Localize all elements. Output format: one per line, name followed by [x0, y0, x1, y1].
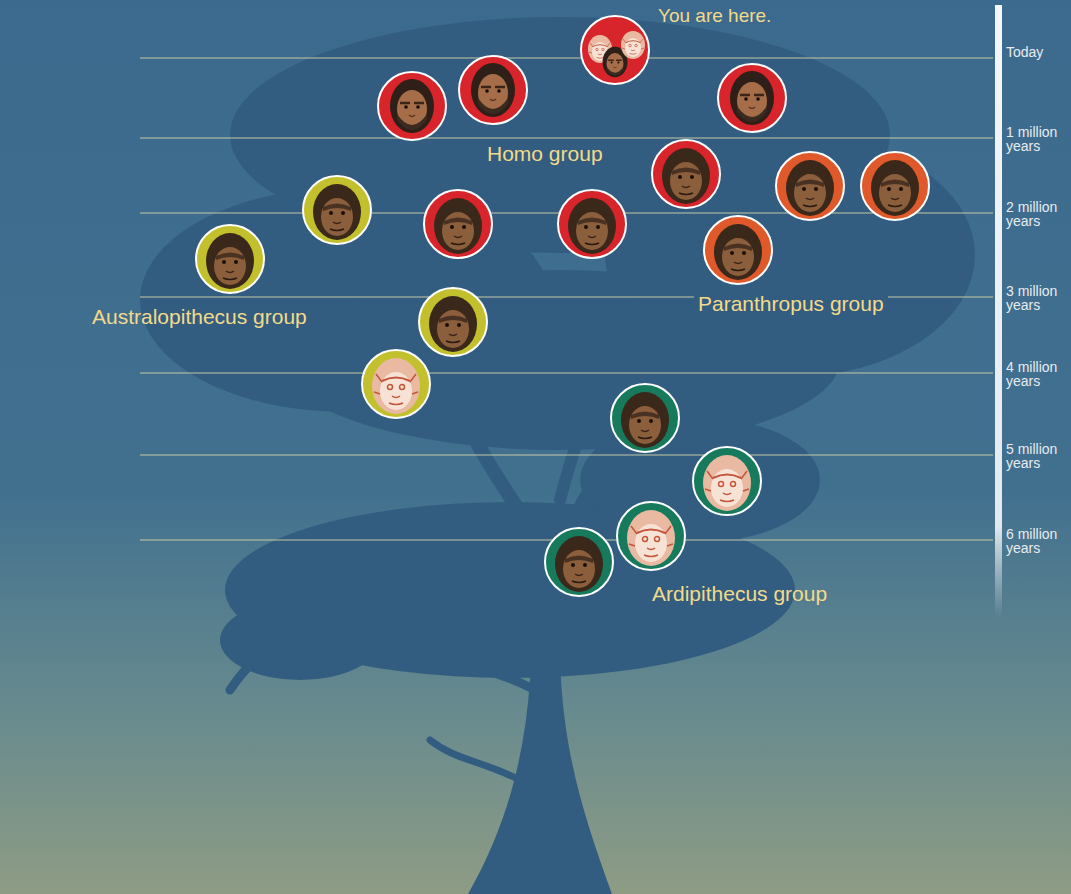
portrait-circle — [196, 225, 264, 293]
time-label: 5 million years — [1006, 442, 1066, 470]
portrait-circle — [704, 216, 772, 284]
time-label: 1 million years — [1006, 125, 1066, 153]
portrait-circle — [545, 528, 613, 596]
time-line — [140, 372, 993, 374]
portrait-circle — [362, 350, 430, 418]
portrait-face — [206, 233, 254, 289]
time-label: Today — [1006, 45, 1066, 59]
portrait-face — [662, 148, 710, 204]
portrait-circle — [861, 152, 929, 220]
portrait-circle — [776, 152, 844, 220]
portrait-circle — [459, 56, 527, 124]
portrait-face — [390, 79, 434, 133]
portrait-face — [429, 296, 477, 352]
portrait-face — [471, 63, 515, 117]
time-line — [140, 137, 993, 139]
time-lines — [140, 58, 993, 540]
portrait-circle — [617, 502, 685, 570]
portrait-face — [703, 455, 751, 511]
portrait-face — [714, 224, 762, 280]
portrait-circle — [419, 288, 487, 356]
portrait-face — [568, 198, 616, 254]
portrait-face — [621, 392, 669, 448]
portrait-circle — [718, 64, 786, 132]
portrait-face — [627, 510, 675, 566]
time-label: 6 million years — [1006, 527, 1066, 555]
portrait-face — [372, 358, 420, 414]
group-label: Paranthropus group — [694, 292, 888, 316]
portrait-circle — [424, 190, 492, 258]
group-label: Homo group — [487, 142, 603, 166]
portrait-circle — [581, 16, 649, 84]
portrait-face — [434, 198, 482, 254]
group-label: Ardipithecus group — [652, 582, 827, 606]
portrait-circle — [611, 384, 679, 452]
you-are-here-label: You are here. — [658, 5, 771, 27]
portrait-face — [786, 160, 834, 216]
time-line — [140, 57, 993, 59]
time-label: 4 million years — [1006, 360, 1066, 388]
portrait-face — [621, 31, 645, 59]
portrait-circle — [693, 447, 761, 515]
portrait-circle — [558, 190, 626, 258]
portrait-circle — [378, 72, 446, 140]
portrait-circle — [303, 176, 371, 244]
group-label: Australopithecus group — [92, 305, 307, 329]
portrait-circle — [652, 140, 720, 208]
branches — [230, 280, 760, 780]
time-label: 3 million years — [1006, 284, 1066, 312]
time-label: 2 million years — [1006, 200, 1066, 228]
portrait-face — [730, 71, 774, 125]
time-scale-bar — [995, 5, 1002, 617]
portrait-face — [313, 184, 361, 240]
portrait-face — [555, 536, 603, 592]
portrait-face — [871, 160, 919, 216]
time-line — [140, 454, 993, 456]
